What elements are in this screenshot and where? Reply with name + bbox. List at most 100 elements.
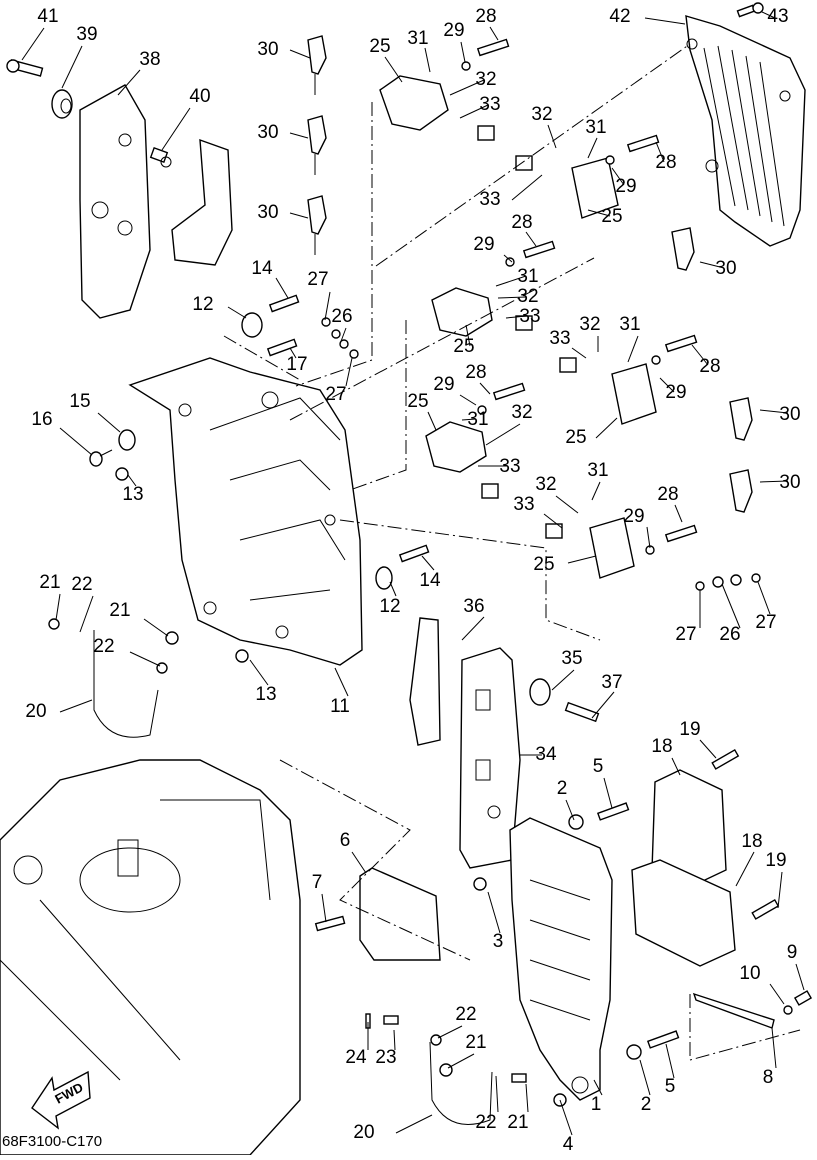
leader-line — [495, 275, 527, 287]
callout-number: 39 — [76, 24, 97, 45]
callout-30: 30 — [759, 404, 801, 425]
leader-line — [459, 394, 477, 406]
callout-12: 12 — [192, 294, 247, 319]
callout-number: 22 — [455, 1004, 476, 1025]
leader-line — [595, 417, 618, 439]
leader-line — [777, 871, 783, 909]
part-37-bolt — [564, 701, 600, 723]
leader-line — [465, 324, 471, 347]
callout-number: 25 — [533, 554, 554, 575]
callout-5: 5 — [593, 756, 613, 809]
callout-number: 19 — [679, 719, 700, 740]
callout-27: 27 — [675, 590, 701, 645]
leader-line — [587, 137, 598, 159]
callout-25: 25 — [565, 417, 618, 448]
leader-line — [421, 555, 435, 571]
callout-13: 13 — [122, 474, 144, 505]
callout-31: 31 — [587, 460, 609, 501]
callout-number: 37 — [601, 672, 622, 693]
callout-number: 32 — [579, 314, 600, 335]
callout-number: 38 — [139, 49, 160, 70]
callout-number: 22 — [93, 636, 114, 657]
callout-29: 29 — [611, 167, 637, 197]
part-10-washer — [783, 1005, 793, 1015]
leader-line — [603, 777, 613, 809]
callout-number: 28 — [699, 356, 720, 377]
leader-line — [505, 315, 528, 319]
leader-line — [691, 344, 709, 366]
callout-32: 32 — [531, 104, 557, 149]
callout-number: 30 — [715, 258, 736, 279]
callout-number: 32 — [517, 286, 538, 307]
callout-number: 25 — [565, 427, 586, 448]
callout-number: 41 — [37, 6, 58, 27]
callout-31: 31 — [495, 266, 539, 287]
callout-33: 33 — [459, 94, 501, 119]
callout-31: 31 — [461, 409, 489, 430]
leader-line — [655, 141, 665, 163]
callout-6: 6 — [340, 830, 367, 874]
callout-9: 9 — [787, 942, 805, 991]
leader-line — [55, 593, 61, 621]
callout-28: 28 — [511, 212, 537, 247]
callout-number: 29 — [615, 176, 636, 197]
callout-18: 18 — [735, 831, 763, 887]
callout-number: 14 — [419, 570, 441, 591]
leader-line — [567, 555, 597, 564]
callout-number: 24 — [345, 1047, 367, 1068]
callout-number: 9 — [787, 942, 798, 963]
callout-number: 33 — [479, 94, 500, 115]
leader-line — [334, 667, 349, 697]
callout-28: 28 — [465, 362, 491, 395]
leader-line — [59, 699, 93, 713]
callout-number: 35 — [561, 648, 582, 669]
part-38-plate — [79, 84, 151, 319]
leader-line — [503, 254, 513, 263]
leader-line — [665, 1043, 675, 1079]
part-30-plug-cap — [307, 35, 753, 513]
callout-number: 29 — [443, 20, 464, 41]
leader-line — [427, 411, 437, 431]
callout-number: 31 — [585, 117, 606, 138]
callout-number: 21 — [39, 572, 60, 593]
callout-number: 28 — [475, 6, 496, 27]
part-41-bolt — [6, 59, 44, 77]
callout-14: 14 — [419, 555, 441, 591]
leader-line — [769, 983, 785, 1005]
leader-line — [761, 11, 776, 19]
part-20-ground-lead — [93, 630, 493, 1125]
leader-line — [721, 583, 741, 629]
part-19-bolt — [711, 748, 780, 920]
callout-20: 20 — [25, 699, 93, 722]
callout-17: 17 — [286, 347, 308, 375]
callout-23: 23 — [375, 1029, 397, 1068]
callout-number: 1 — [591, 1094, 602, 1115]
callout-number: 31 — [587, 460, 608, 481]
part-17-bolt — [266, 338, 298, 357]
leader-line — [345, 357, 353, 387]
callout-33: 33 — [549, 328, 587, 359]
callout-35: 35 — [551, 648, 583, 691]
callout-34: 34 — [520, 744, 557, 765]
leader-line — [424, 47, 431, 73]
callout-33: 33 — [505, 306, 541, 327]
callout-30: 30 — [257, 39, 311, 60]
leader-line — [591, 691, 615, 719]
callout-8: 8 — [763, 1027, 777, 1088]
part-42-cover — [685, 15, 806, 247]
callout-number: 17 — [286, 354, 307, 375]
callout-25: 25 — [533, 554, 597, 575]
callout-25: 25 — [369, 36, 403, 83]
leader-line — [551, 669, 575, 691]
callout-40: 40 — [161, 86, 211, 151]
part-9-screw — [793, 990, 813, 1006]
part-15-bushing — [118, 429, 136, 451]
callout-32: 32 — [485, 402, 533, 446]
callout-number: 15 — [69, 391, 90, 412]
callout-18: 18 — [651, 736, 681, 776]
leader-line — [497, 296, 527, 299]
leader-line — [547, 124, 557, 149]
callout-2: 2 — [557, 778, 575, 821]
leader-line — [593, 1079, 603, 1096]
